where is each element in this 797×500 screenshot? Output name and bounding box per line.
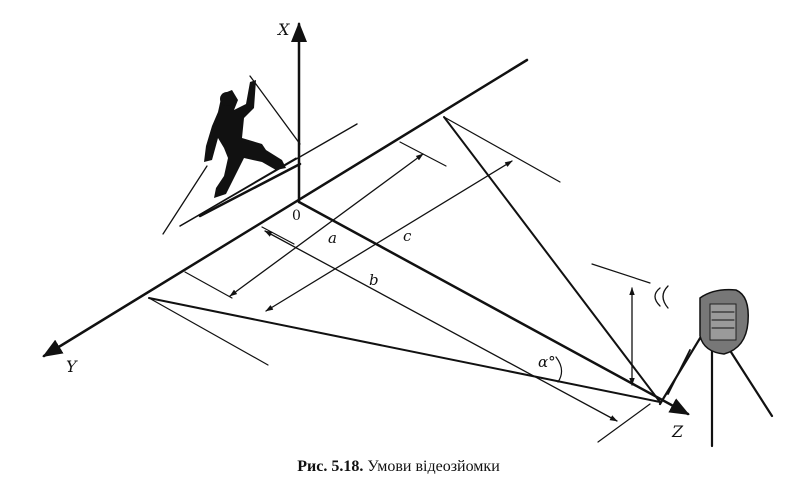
segment-c-label: c [403,227,412,245]
figure-caption: Рис. 5.18. Умови відеозйомки [0,458,797,476]
caption-text: Умови відеозйомки [363,458,500,475]
z-axis-label: Z [671,422,684,441]
tick [591,263,651,284]
tick [261,226,295,245]
x-axis-label: X [276,20,290,39]
z-axis [297,200,690,416]
tick [184,271,233,299]
y-axis-label: Y [66,357,78,376]
segment-b-label: b [369,271,379,289]
video-camera-icon [654,285,774,448]
y-axis [42,58,529,358]
dimension-c [265,160,513,312]
tick [597,403,651,443]
angle-arc [555,356,563,383]
skier-icon [162,75,302,235]
angle-label: α° [538,353,556,371]
figure-number: Рис. 5.18. [297,458,364,475]
sight-line-far [148,297,661,403]
dimension-b [264,230,618,422]
tick [148,297,269,366]
segment-a-label: a [328,229,337,247]
tick [443,116,561,183]
sight-line-near [443,116,661,403]
origin-label: 0 [292,208,301,224]
